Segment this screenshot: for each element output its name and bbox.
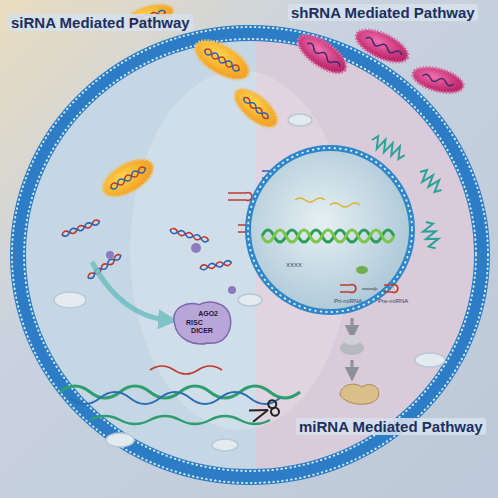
complex-label: AGO2	[198, 310, 218, 318]
rna-label: Pri-miRNA	[334, 298, 362, 305]
sirna-duplexes	[61, 219, 236, 294]
sequence-label: XXXX	[286, 262, 302, 269]
risc-complex: AGO2RISCDICER	[172, 300, 232, 346]
complex-label: RISC	[186, 319, 203, 327]
complex-label: DICER	[191, 327, 213, 335]
pathway-title: shRNA Mediated Pathway	[288, 4, 478, 21]
pathway-title: siRNA Mediated Pathway	[8, 14, 193, 31]
uptake-arrow	[92, 262, 168, 320]
organelles	[54, 114, 445, 451]
scissors	[248, 399, 280, 424]
pathway-title: miRNA Mediated Pathway	[296, 418, 486, 435]
cell-membrane	[12, 27, 488, 483]
mrna-strands	[60, 366, 300, 424]
nucleus	[248, 148, 412, 312]
shrna-vesicles	[292, 23, 466, 97]
export-translation	[340, 318, 379, 404]
rna-label: Pre-miRNA	[378, 298, 408, 305]
